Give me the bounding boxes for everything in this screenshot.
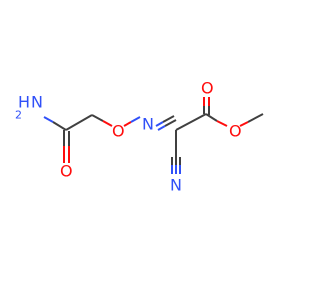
bond-nh2-carbonyl-n-part [43,116,54,123]
bond-n-c-1b [162,115,175,123]
atom-labels: H N 2 O O N N O O [15,79,242,195]
bond-ester-c-o-c-part [205,113,218,122]
bond-n-c-1a [155,121,164,127]
ester-carbonyl-o-label: O [201,79,214,98]
bond-n-c-2b [164,119,177,127]
molecule-structure: H N 2 O O N N O O [15,79,264,195]
bond-ch2-o-o-part [102,120,113,127]
bonds [43,97,264,174]
bond-c-ester-c [175,113,207,131]
amide-nh2-n-label: N [31,93,43,112]
ester-o-label: O [229,122,242,141]
nitrile-n-label: N [170,176,182,195]
amide-nh2-h-label: H [18,93,30,112]
bond-ch2-o-c-part [91,114,104,122]
bond-o-methyl-c-part [247,113,264,123]
bond-n-c-2a [157,125,166,131]
bond-o-n-n-part [130,116,141,123]
amide-carbonyl-o-label: O [60,162,73,181]
bond-amide-ch2 [65,114,93,131]
oxime-n-label: N [142,115,154,134]
ether-o-label: O [112,122,125,141]
bond-ester-c-o-o-part [216,120,228,127]
bond-nh2-carbonyl-c-part [52,121,67,131]
structure-canvas: H N 2 O O N N O O [15,79,264,195]
bond-o-n-o-part [123,121,132,127]
bond-o-methyl-o-part [239,121,249,127]
amide-nh2-subscript: 2 [15,109,22,122]
